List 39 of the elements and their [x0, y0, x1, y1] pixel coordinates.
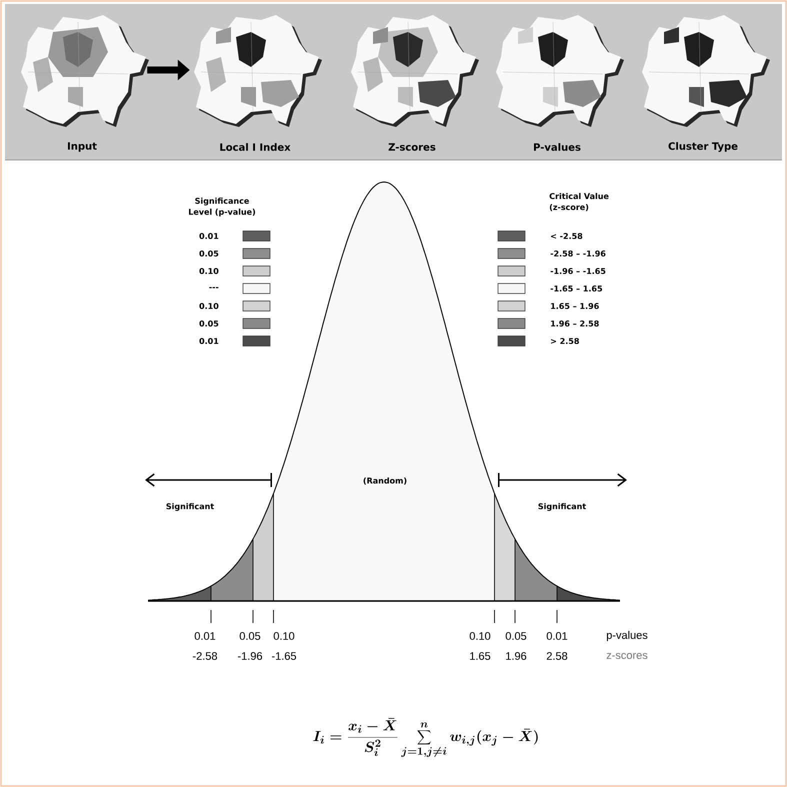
- axis-label: 0.05: [506, 632, 526, 640]
- legend-label: 0.01: [199, 338, 218, 344]
- axis-label: -2.58: [192, 652, 218, 660]
- legend-label: > 2.58: [551, 338, 579, 344]
- legend-label: 0.10: [199, 302, 218, 310]
- legend-label: 0.05: [199, 250, 218, 257]
- legend-label: -2.58 – -1.96: [550, 250, 606, 257]
- axis-label: 2.58: [546, 652, 568, 660]
- axis-label: 0.10: [274, 632, 294, 640]
- map-title: P-values: [534, 143, 580, 151]
- legend-label: 0.05: [199, 320, 218, 327]
- axis-label: 0.10: [470, 632, 490, 640]
- axis-label: 0.01: [194, 632, 216, 640]
- map-title: Z-scores: [388, 143, 436, 151]
- axis-label: 0.01: [546, 632, 568, 640]
- legend-title: Significance Level (p-value): [189, 198, 256, 216]
- axis-label: 1.65: [470, 652, 490, 660]
- legend-label: ---: [209, 287, 218, 288]
- annotation-text: (Random): [364, 477, 406, 485]
- legend-label: 1.96 – 2.58: [551, 320, 599, 327]
- legend-label: 1.65 – 1.96: [551, 302, 599, 310]
- legend-label: 0.10: [199, 268, 218, 274]
- axis-label: -1.65: [272, 652, 296, 660]
- map-title: Cluster Type: [668, 142, 738, 152]
- formula: $I_i = \frac{x_i - \bar{X}}{S_i^2} \sum_{j=1, j\neq i}^{n} w_{i,j}(x_j - \bar{X})$: [313, 718, 538, 757]
- legend-label: -1.65 – 1.65: [550, 285, 602, 292]
- map-title: Input: [68, 142, 97, 152]
- axis-label: 1.96: [506, 652, 526, 660]
- axis-label: -1.96: [238, 652, 262, 660]
- annotation-text: Significant: [166, 503, 214, 511]
- legend-label: < -2.58: [551, 232, 582, 240]
- axis-title: z-scores: [606, 653, 648, 660]
- map-title: Local I Index: [220, 143, 290, 151]
- annotation-text: Significant: [538, 503, 586, 511]
- axis-label: 0.05: [240, 632, 260, 640]
- axis-title: p-values: [606, 630, 648, 642]
- legend-label: -1.96 – -1.65: [550, 268, 606, 274]
- legend-label: 0.01: [199, 232, 218, 240]
- legend-title: Critical Value (z-score): [550, 192, 609, 212]
